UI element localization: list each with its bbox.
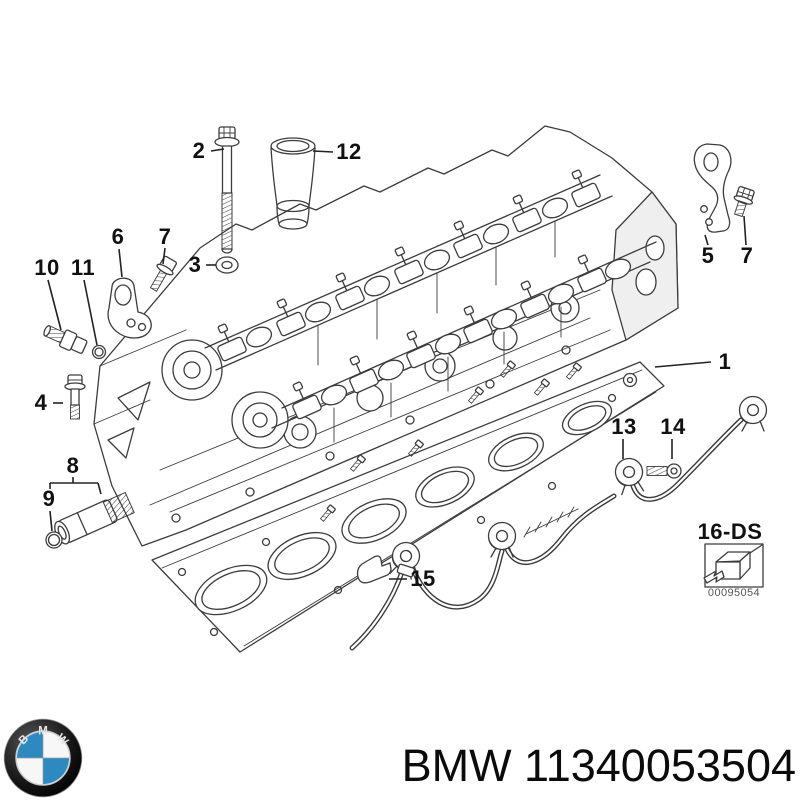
roundel-quadrant bbox=[43, 732, 69, 758]
callout-6: 6 bbox=[111, 224, 125, 249]
callout-13: 13 bbox=[611, 414, 637, 439]
callout-leader-8 bbox=[97, 482, 102, 495]
roundel-quadrant bbox=[17, 732, 43, 758]
head-gasket-drawing bbox=[151, 361, 665, 653]
washer-drawing bbox=[215, 256, 239, 274]
callout-leader-9 bbox=[49, 510, 53, 532]
callout-4: 4 bbox=[34, 390, 48, 415]
clip-drawing bbox=[356, 555, 392, 584]
callout-15: 15 bbox=[410, 566, 436, 591]
callout-leader-6 bbox=[118, 248, 123, 278]
callout-7: 7 bbox=[158, 224, 172, 249]
bracket-left-drawing bbox=[107, 277, 152, 339]
bolt-4-drawing bbox=[64, 374, 86, 420]
dowel-sleeve-drawing bbox=[270, 137, 316, 230]
logo-letter: M bbox=[38, 726, 48, 738]
o-ring-small-drawing bbox=[91, 344, 107, 360]
roundel-quadrant bbox=[17, 758, 43, 784]
callout-1: 1 bbox=[718, 349, 732, 374]
callout-leader-7 bbox=[162, 247, 166, 265]
callout-leader-2 bbox=[210, 148, 225, 152]
plug-valve-drawing bbox=[54, 491, 135, 545]
bracket-right-drawing bbox=[693, 143, 732, 233]
callout-leader-7 bbox=[743, 215, 747, 246]
callout-3: 3 bbox=[188, 252, 202, 277]
callout-10: 10 bbox=[34, 255, 60, 280]
callout-leader-10 bbox=[47, 279, 62, 331]
callout-leader-11 bbox=[83, 279, 98, 346]
head-bolt-drawing bbox=[214, 126, 240, 254]
knock-sensor-harness-drawing bbox=[349, 395, 768, 651]
roundel-quadrant bbox=[43, 758, 69, 784]
callout-leader-12 bbox=[312, 150, 334, 153]
o-ring-large-drawing bbox=[45, 531, 63, 549]
callout-2: 2 bbox=[192, 138, 206, 163]
cylinder-head-drawing bbox=[93, 125, 679, 547]
callout-8: 8 bbox=[66, 453, 80, 478]
callout-5: 5 bbox=[701, 243, 715, 268]
diagram-id-stamp: 00095054 bbox=[707, 587, 761, 599]
sensor-screw-drawing bbox=[646, 463, 682, 479]
callout-16-DS: 16-DS bbox=[697, 519, 763, 544]
callout-11: 11 bbox=[70, 255, 96, 280]
harness-connector-drawing bbox=[386, 538, 424, 581]
bolt-right-drawing bbox=[733, 186, 755, 218]
callout-leader-1 bbox=[654, 361, 712, 368]
oil-sensor-drawing bbox=[43, 325, 88, 354]
callout-9: 9 bbox=[42, 486, 56, 511]
callout-7: 7 bbox=[740, 243, 754, 268]
callout-12: 12 bbox=[336, 139, 362, 164]
bmw-logo: B M W bbox=[3, 718, 83, 798]
callout-14: 14 bbox=[660, 414, 686, 439]
direction-arrow-icon bbox=[703, 570, 725, 584]
stamp-box-art bbox=[703, 543, 764, 588]
callout-leader-5 bbox=[704, 234, 709, 246]
part-number-text: BMW 11340053504 bbox=[401, 740, 796, 791]
